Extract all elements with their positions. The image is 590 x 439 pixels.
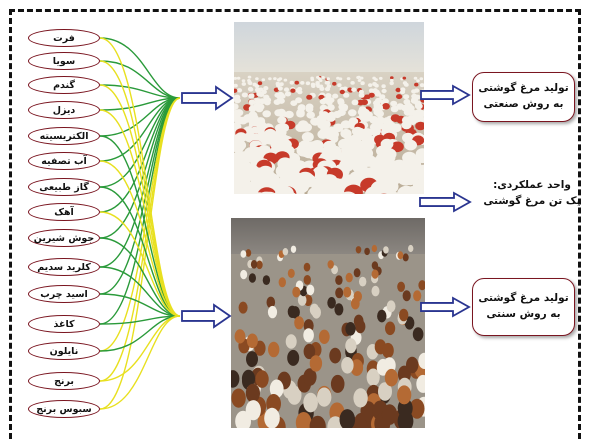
industrial-output-box: تولید مرغ گوشتی به روش صنعتی	[472, 72, 575, 122]
input-oval: گاز طبیعی	[28, 178, 100, 196]
input-oval: سبوس برنج	[28, 400, 100, 418]
traditional-output-line1: تولید مرغ گوشتی	[478, 291, 568, 307]
functional-unit-line2: یک تن مرغ گوشتی	[482, 194, 582, 210]
input-oval: اسید چرب	[28, 285, 100, 303]
input-oval: آب تصفیه	[28, 152, 100, 170]
connection-line	[100, 98, 180, 294]
input-oval: جوش شیرین	[28, 229, 100, 247]
industrial-farm-photo	[234, 22, 424, 194]
connection-line	[100, 316, 180, 381]
input-oval: فرت	[28, 29, 100, 47]
input-oval: آهک	[28, 203, 100, 221]
diagram-canvas: فرت سویا گندم دیزل الکتریسیته آب تصفیه گاز طبی…	[0, 0, 590, 428]
industrial-output-line1: تولید مرغ گوشتی	[478, 81, 568, 97]
connection-line	[100, 316, 180, 409]
input-oval: نایلون	[28, 342, 100, 360]
traditional-output-box: تولید مرغ گوشتی به روش سنتی	[472, 278, 575, 336]
input-oval: الکتریسیته	[28, 127, 100, 145]
input-oval: دیزل	[28, 101, 100, 119]
input-oval: کاغذ	[28, 315, 100, 333]
connection-line	[100, 61, 180, 98]
functional-unit-label: واحد عملکردی: یک تن مرغ گوشتی	[482, 178, 582, 210]
input-oval: گندم	[28, 76, 100, 94]
traditional-output-line2: به روش سنتی	[478, 307, 568, 323]
input-oval: کلرید سدیم	[28, 258, 100, 276]
industrial-output-line2: به روش صنعتی	[478, 97, 568, 113]
functional-unit-line1: واحد عملکردی:	[482, 178, 582, 194]
traditional-farm-photo	[231, 218, 425, 428]
input-oval: سویا	[28, 52, 100, 70]
connection-line	[100, 85, 180, 316]
input-oval: برنج	[28, 372, 100, 390]
